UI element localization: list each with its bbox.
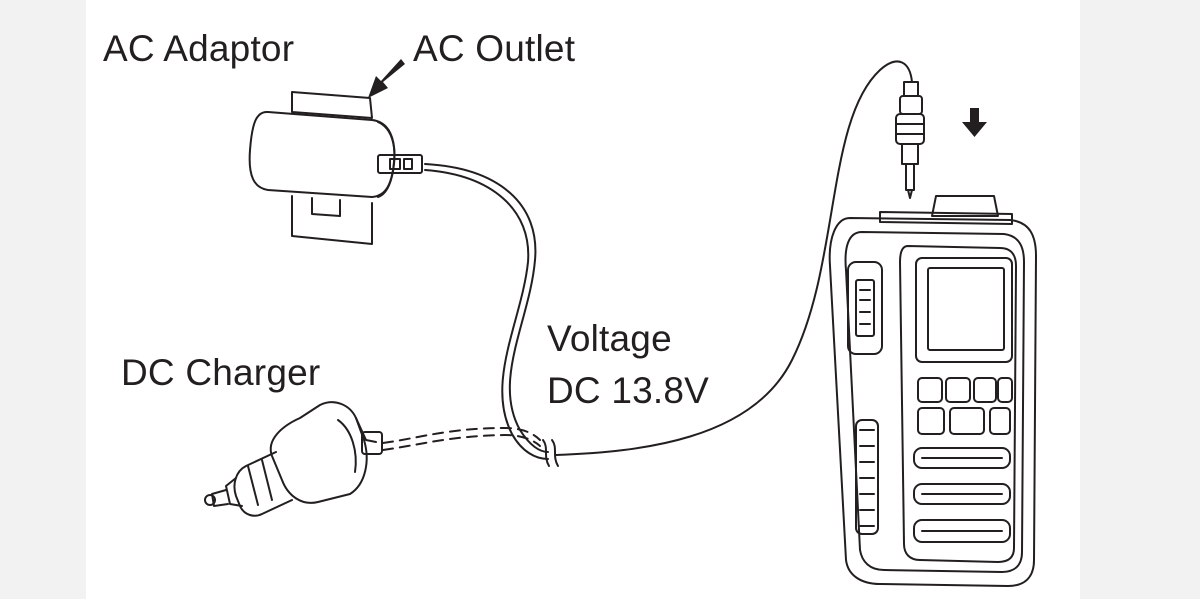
radio-cable [555,60,913,456]
arrow-down-left-icon [368,59,405,98]
ac-outlet-label: AC Outlet [413,28,576,69]
adaptor-cable [424,163,549,460]
cable-break-marks [542,439,559,467]
ac-adaptor-label: AC Adaptor [103,28,295,69]
voltage-label: Voltage [547,318,672,359]
dc-voltage-label: DC 13.8V [547,370,710,411]
dc-charger-image [204,401,383,517]
handheld-radio-image [828,195,1037,587]
dc-charger-label: DC Charger [121,352,321,393]
right-margin-panel [1080,0,1200,599]
radio-plug-image [895,81,925,199]
dc-charger-cable [382,427,541,451]
left-margin-panel [0,0,86,599]
ac-adaptor-image [248,91,423,245]
arrow-down-icon [962,108,987,137]
